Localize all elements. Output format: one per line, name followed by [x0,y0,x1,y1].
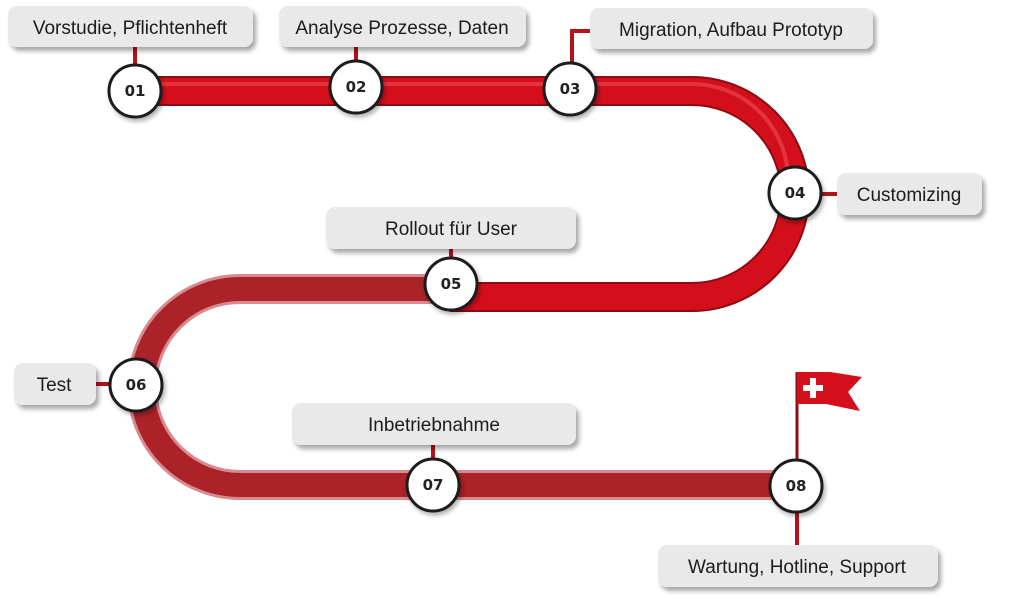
step-01-number: 01 [125,82,146,100]
milestone-06: 06 [108,357,164,413]
label-box-04: Customizing [837,173,982,215]
milestone-05: 05 [423,256,479,312]
label-box-02: Analyse Prozesse, Daten [279,6,526,47]
label-box-01: Vorstudie, Pflichtenheft [8,6,253,47]
milestone-04: 04 [767,165,823,221]
step-03-label: Migration, Aufbau Prototyp [619,20,843,41]
step-08-label: Wartung, Hotline, Support [688,557,907,578]
step-04-number: 04 [785,184,806,202]
step-08-number: 08 [786,477,807,495]
track-lower-edge [127,274,796,500]
track-lower-fill [130,277,796,497]
label-box-08: Wartung, Hotline, Support [658,545,938,587]
step-05-number: 05 [441,275,462,293]
step-07-label: Inbetriebnahme [368,415,500,436]
milestone-02: 02 [328,59,384,115]
label-box-06: Test [14,363,96,405]
milestone-08: 08 [768,458,824,514]
step-02-label: Analyse Prozesse, Daten [295,18,508,39]
flag-cross-vertical [810,378,816,398]
label-box-07: Inbetriebnahme [292,403,576,445]
track-upper-highlight [135,82,790,181]
step-05-label: Rollout für User [385,219,518,240]
milestone-03: 03 [542,61,598,117]
flag-cloth [797,372,862,411]
step-06-number: 06 [126,376,147,394]
step-07-number: 07 [423,476,444,494]
label-box-05: Rollout für User [326,207,576,249]
milestone-07: 07 [405,457,461,513]
label-box-03: Migration, Aufbau Prototyp [590,8,873,49]
milestone-01: 01 [107,63,163,119]
step-02-number: 02 [346,78,367,96]
step-06-label: Test [37,375,73,396]
connectors [96,29,838,546]
step-04-label: Customizing [857,185,962,206]
step-03-number: 03 [560,80,581,98]
connector-03 [570,29,592,62]
step-01-label: Vorstudie, Pflichtenheft [33,18,228,39]
swiss-flag-icon [795,372,862,462]
